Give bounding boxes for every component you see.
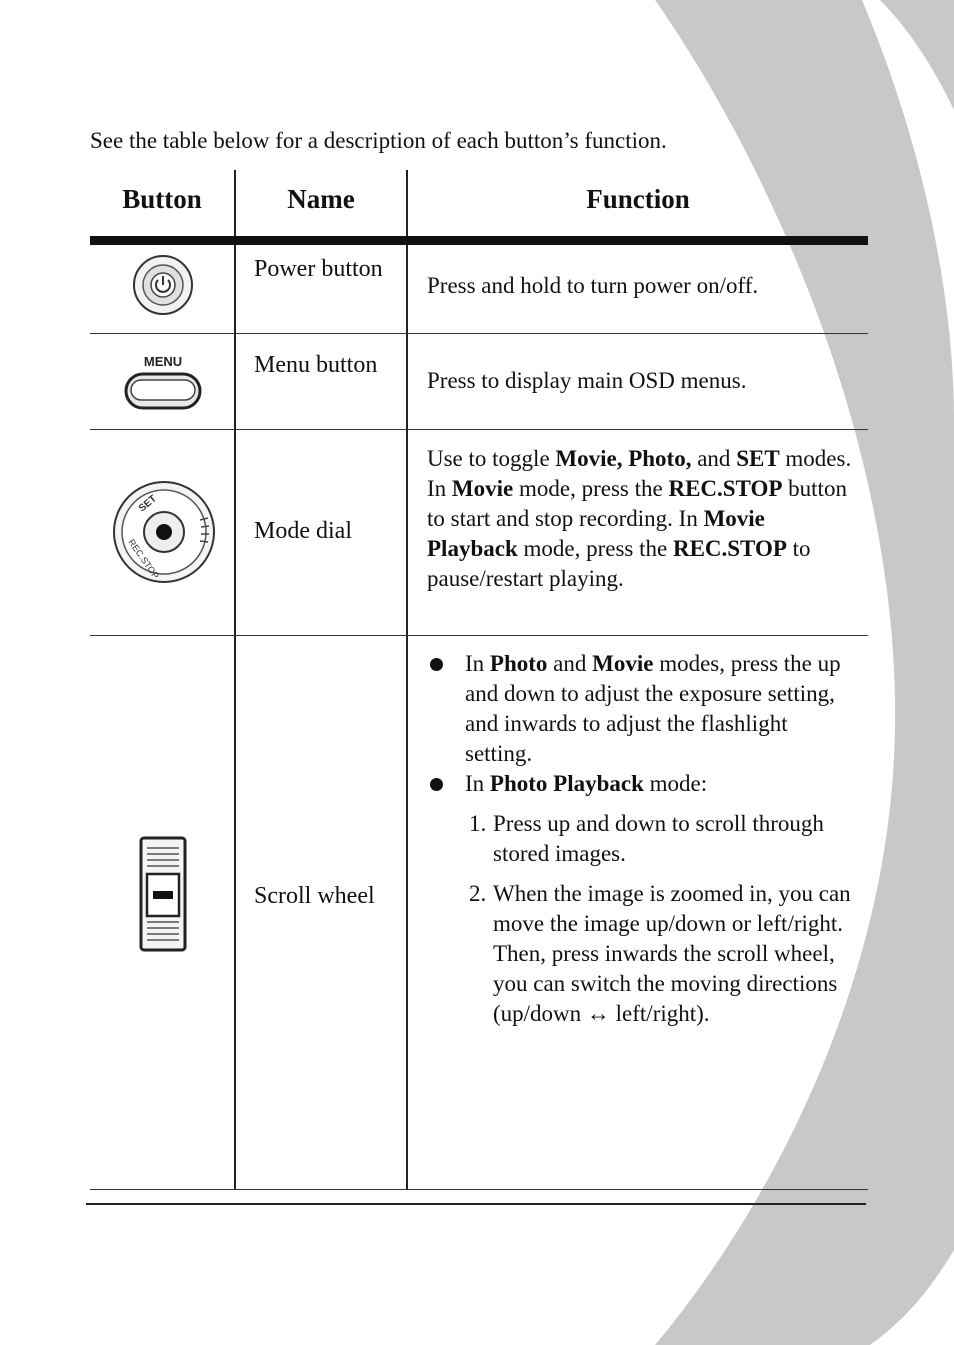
func-bold: Photo Playback — [489, 771, 644, 796]
func-bold: SET — [736, 446, 780, 471]
power-button-name: Power button — [254, 256, 383, 282]
column-divider — [406, 170, 408, 1190]
header-name: Name — [287, 184, 355, 214]
menu-button-function: Press to display main OSD menus. — [427, 368, 747, 393]
row-divider — [90, 429, 868, 430]
func-text: In — [465, 651, 490, 676]
mode-dial-name: Mode dial — [254, 518, 352, 544]
func-bold: REC.STOP — [672, 536, 787, 561]
menu-button-icon: MENU — [123, 352, 203, 415]
row-divider — [90, 635, 868, 636]
power-button-function: Press and hold to turn power on/off. — [427, 273, 759, 298]
bullet-item: In Photo and Movie modes, press the up a… — [427, 649, 852, 769]
func-bold: Photo — [489, 651, 548, 676]
func-text: Use to toggle — [427, 446, 556, 471]
page-bottom-rule — [86, 1203, 866, 1205]
func-text: modes. In — [427, 446, 852, 501]
power-button-icon — [132, 254, 194, 321]
step-text: When the image is zoomed in, you can mov… — [493, 881, 851, 1026]
column-divider — [234, 170, 236, 1190]
func-text: In — [465, 771, 490, 796]
scroll-wheel-function: In Photo and Movie modes, press the up a… — [427, 649, 852, 1029]
func-bold: Movie — [451, 476, 514, 501]
step-number: 2. — [469, 881, 487, 906]
header-button: Button — [122, 184, 202, 214]
menu-button-name: Menu button — [254, 352, 378, 378]
numbered-step: 2. When the image is zoomed in, you can … — [427, 879, 852, 1029]
func-text: modes, press the up and down to adjust t… — [465, 651, 841, 766]
header-rule — [90, 236, 868, 245]
func-text: to pause/restart playing. — [427, 536, 811, 591]
func-text: mode, press the — [513, 476, 669, 501]
header-function: Function — [586, 184, 690, 214]
menu-icon-label: MENU — [144, 354, 182, 369]
func-bold: Movie, Photo, — [555, 446, 692, 471]
step-number: 1. — [469, 811, 487, 836]
func-bold: Movie Playback — [427, 506, 765, 561]
step-text: Press up and down to scroll through stor… — [493, 811, 824, 866]
bullet-item: In Photo Playback mode: — [427, 769, 852, 799]
func-text: mode, press the — [517, 536, 673, 561]
row-divider — [90, 333, 868, 334]
bullet-dot-icon — [430, 778, 443, 791]
row-divider — [90, 1189, 868, 1190]
func-bold: Movie — [592, 651, 654, 676]
func-bold: REC.STOP — [668, 476, 783, 501]
func-text: and — [691, 446, 737, 471]
intro-text: See the table below for a description of… — [90, 128, 667, 153]
numbered-step: 1. Press up and down to scroll through s… — [427, 809, 852, 869]
mode-dial-icon: SET REC.STOP — [112, 480, 216, 589]
bullet-dot-icon — [430, 658, 443, 671]
func-text: and — [547, 651, 593, 676]
scroll-wheel-icon — [139, 836, 187, 957]
func-text: mode: — [643, 771, 708, 796]
scroll-wheel-name: Scroll wheel — [254, 883, 375, 909]
mode-dial-function: Use to toggle Movie, Photo, and SET mode… — [427, 444, 852, 594]
func-text: button to start and stop recording. In — [427, 476, 847, 531]
button-function-table: Button Name Function Power button Press … — [90, 170, 868, 1190]
